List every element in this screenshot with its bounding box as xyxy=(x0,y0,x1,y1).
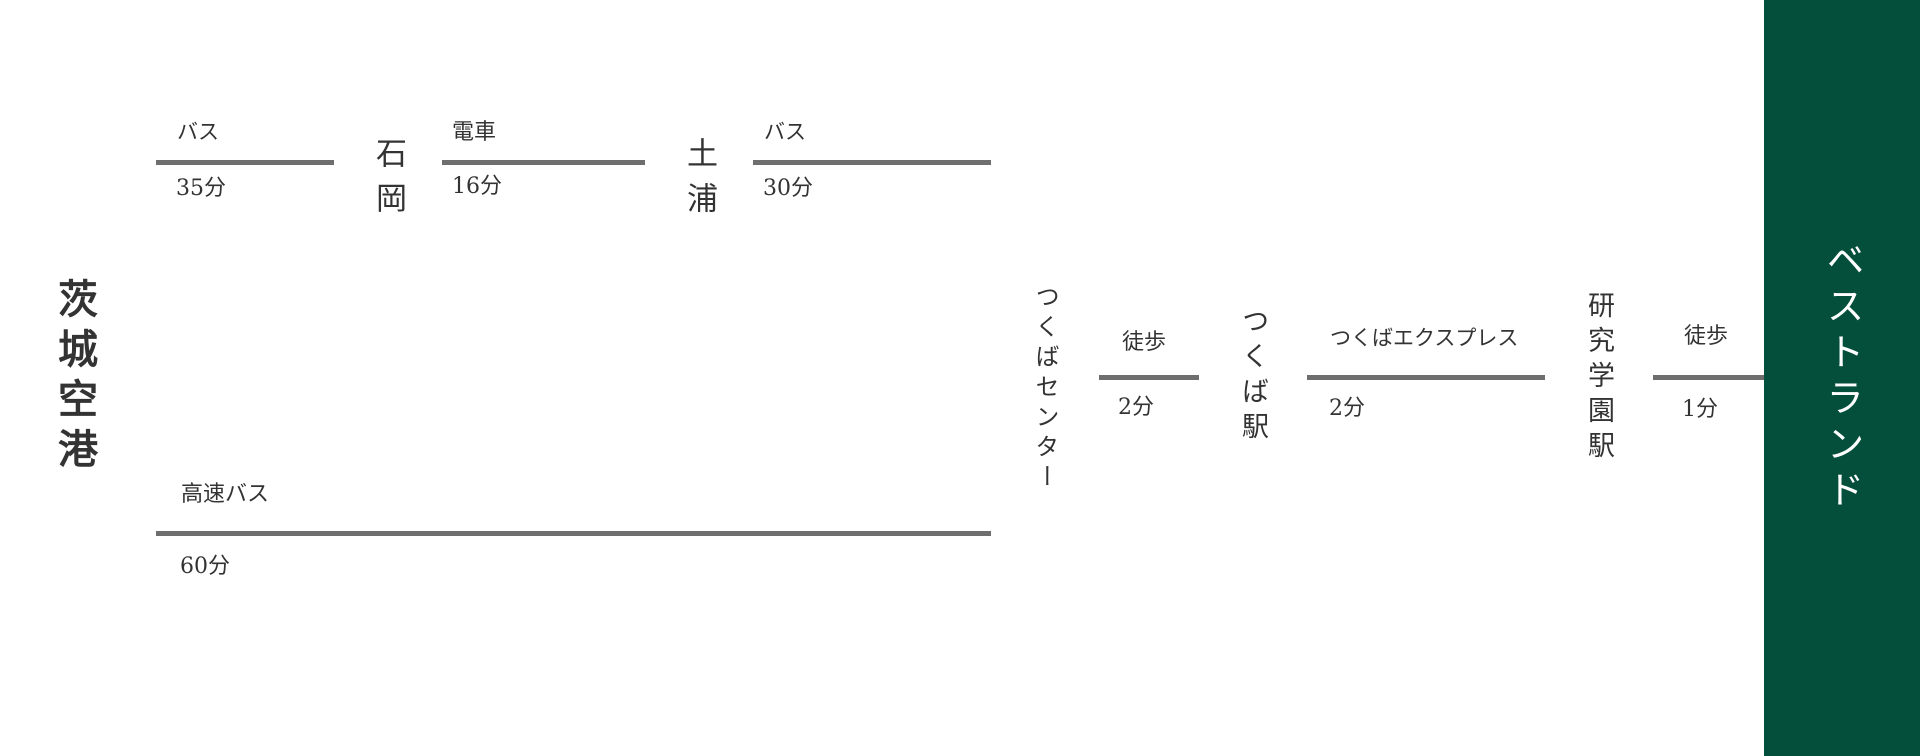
route-a-seg1-mode: バス xyxy=(177,120,219,144)
origin-station: 茨城空港 xyxy=(51,278,98,478)
destination-label: ベストランド xyxy=(1820,240,1864,516)
route-b-seg1-time: 60分 xyxy=(180,554,230,579)
main-seg1-time: 2分 xyxy=(1118,395,1154,420)
main-seg2-line xyxy=(1307,375,1545,380)
route-a-seg2-line xyxy=(442,160,645,165)
route-a-seg2-time: 16分 xyxy=(452,174,502,199)
route-b-seg1-mode: 高速バス xyxy=(181,482,270,507)
route-a-seg2-mode: 電車 xyxy=(452,120,497,145)
route-a-seg1-time: 35分 xyxy=(176,176,226,201)
main-seg3-line xyxy=(1653,375,1764,380)
main-seg3-mode: 徒歩 xyxy=(1684,324,1729,349)
route-a-seg3-time: 30分 xyxy=(763,176,813,201)
route-a-seg3-line xyxy=(753,160,991,165)
main-seg1-line xyxy=(1099,375,1199,380)
route-a-seg3-mode: バス xyxy=(764,120,806,144)
main-seg1-mode: 徒歩 xyxy=(1122,330,1167,355)
destination-panel: ベストランド xyxy=(1764,0,1920,756)
main-seg3-time: 1分 xyxy=(1682,397,1718,422)
main-seg2-mode: つくばエクスプレス xyxy=(1330,326,1519,350)
route-b-seg1-line xyxy=(156,531,991,536)
stop-kenkyu-gakuen-station: 研究学園駅 xyxy=(1583,291,1614,466)
route-a-seg1-line xyxy=(156,160,334,165)
stop-ishioka: 石岡 xyxy=(370,137,406,227)
stop-tsuchiura: 土浦 xyxy=(681,137,717,227)
main-seg2-time: 2分 xyxy=(1329,396,1365,421)
stop-tsukuba-center: つくばセンター xyxy=(1031,284,1059,494)
stop-tsukuba-station: つくば駅 xyxy=(1237,307,1268,447)
